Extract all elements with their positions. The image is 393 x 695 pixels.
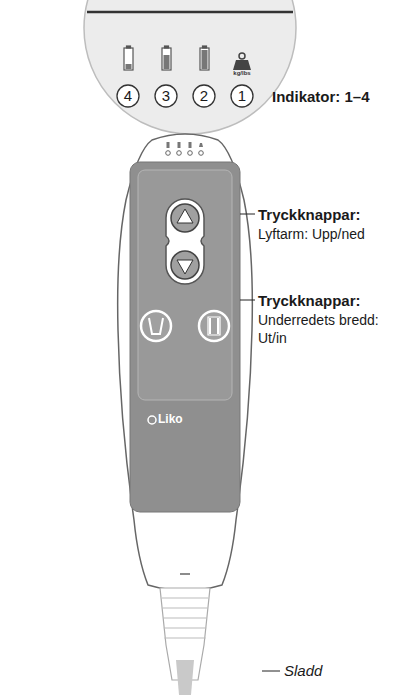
callout-number: 2 — [192, 84, 216, 108]
callout-number: 4 — [116, 84, 140, 108]
indicator-label: Indikator: 1–4 — [272, 87, 391, 107]
cable-rib — [164, 627, 206, 628]
cable-rib — [163, 607, 208, 608]
button-heading: Tryckknappar: — [258, 205, 391, 225]
part-label: Sladd — [284, 661, 364, 681]
cable-rib — [164, 637, 205, 638]
button-heading: Tryckknappar: — [258, 291, 391, 311]
indicator-circle: 2 — [192, 84, 216, 108]
callout-number: 3 — [154, 84, 178, 108]
cable-rib — [162, 597, 208, 598]
unit-label: kg/lbs — [230, 70, 254, 78]
indicator-circle: 4 — [116, 84, 140, 108]
callout-number: 1 — [230, 84, 254, 108]
indicator-circle: 3 — [154, 84, 178, 108]
cable-rib — [163, 617, 207, 618]
indicator-circle: 1 — [230, 84, 254, 108]
button-description: Lyftarm: Upp/ned — [258, 225, 391, 243]
logo-text: Liko — [158, 412, 208, 428]
button-description: Underredets bredd: Ut/in — [258, 311, 389, 347]
